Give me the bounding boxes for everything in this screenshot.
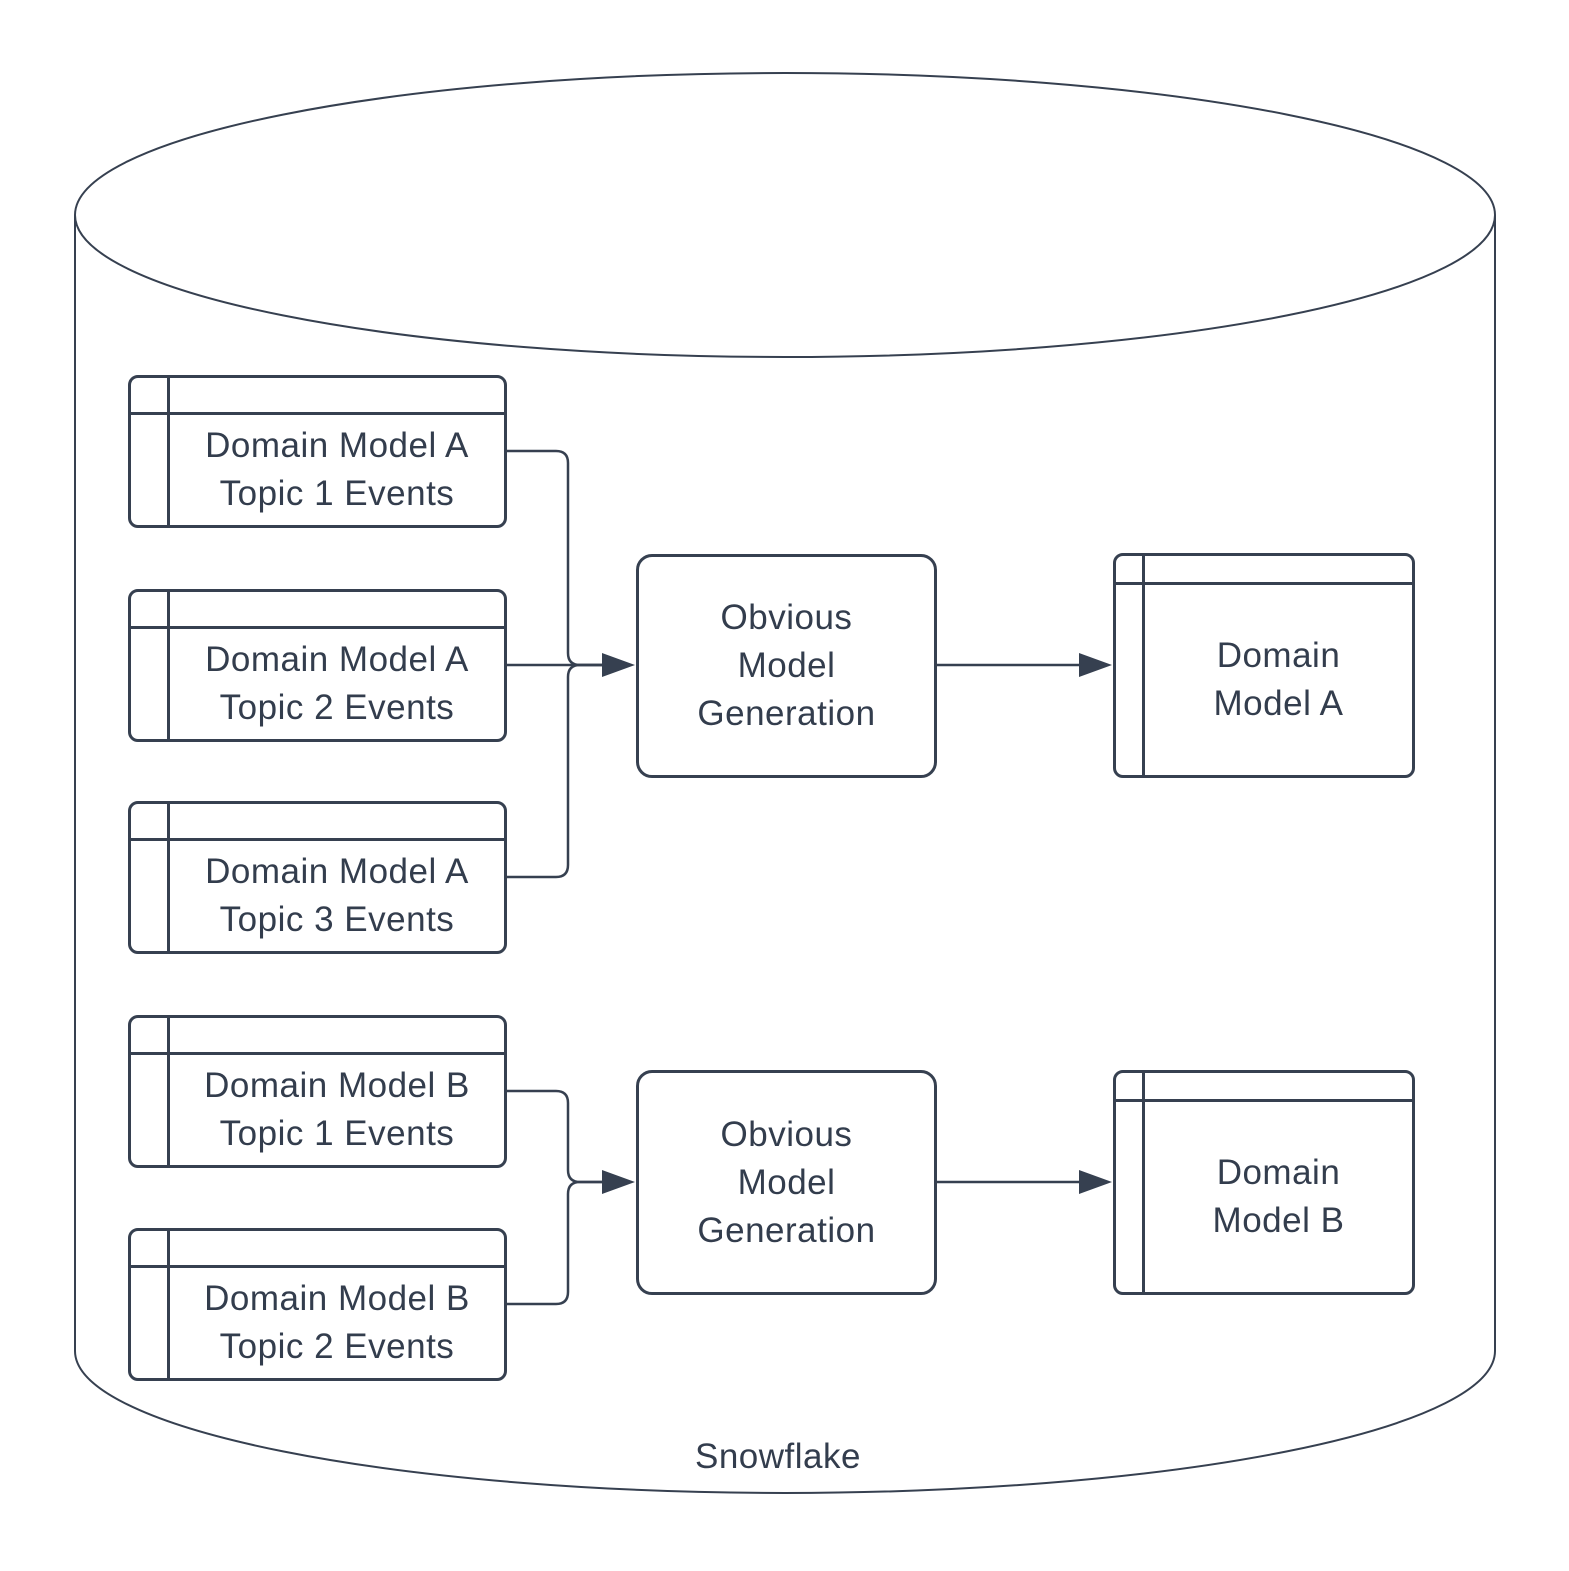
table-column-divider bbox=[167, 378, 170, 525]
connector-topic-b2-to-process-b bbox=[507, 1180, 602, 1306]
table-column-divider bbox=[1142, 556, 1145, 775]
node-label: Obvious Model Generation bbox=[697, 598, 876, 733]
arrowhead-into-output-b-icon bbox=[1079, 1170, 1112, 1194]
table-header-divider bbox=[131, 626, 504, 629]
arrowhead-into-process-a-icon bbox=[602, 653, 635, 677]
table-column-divider bbox=[167, 804, 170, 951]
table-column-divider bbox=[167, 592, 170, 739]
node-label: Domain Model A Topic 1 Events bbox=[205, 426, 469, 513]
connector-topic-a3-to-process-a bbox=[507, 663, 602, 879]
node-label: Domain Model B bbox=[1212, 1153, 1345, 1240]
node-topic-b2: Domain Model B Topic 2 Events bbox=[128, 1228, 507, 1381]
connector-topic-a1-to-process-a bbox=[507, 449, 602, 667]
node-topic-a1: Domain Model A Topic 1 Events bbox=[128, 375, 507, 528]
cylinder-body bbox=[74, 215, 1496, 1494]
table-column-divider bbox=[167, 1231, 170, 1378]
table-header-divider bbox=[131, 1265, 504, 1268]
table-header-divider bbox=[131, 838, 504, 841]
node-label: Domain Model A Topic 2 Events bbox=[205, 640, 469, 727]
cylinder-caption: Snowflake bbox=[695, 1437, 861, 1476]
table-header-divider bbox=[1116, 1099, 1412, 1102]
node-output-b: Domain Model B bbox=[1113, 1070, 1415, 1295]
node-process-a: Obvious Model Generation bbox=[636, 554, 937, 778]
node-label: Obvious Model Generation bbox=[697, 1114, 876, 1250]
table-header-divider bbox=[131, 412, 504, 415]
table-header-divider bbox=[131, 1052, 504, 1055]
arrowhead-into-process-b-icon bbox=[602, 1170, 635, 1194]
node-label: Domain Model A bbox=[1213, 636, 1344, 723]
node-label: Domain Model B Topic 1 Events bbox=[204, 1066, 470, 1153]
table-column-divider bbox=[1142, 1073, 1145, 1292]
node-topic-b1: Domain Model B Topic 1 Events bbox=[128, 1015, 507, 1168]
database-cylinder-icon bbox=[74, 72, 1496, 1494]
table-column-divider bbox=[167, 1018, 170, 1165]
node-label: Domain Model B Topic 2 Events bbox=[204, 1279, 470, 1366]
table-header-divider bbox=[1116, 582, 1412, 585]
node-process-b: Obvious Model Generation bbox=[636, 1070, 937, 1295]
node-topic-a2: Domain Model A Topic 2 Events bbox=[128, 589, 507, 742]
cylinder-top-ellipse bbox=[74, 72, 1496, 358]
arrowhead-into-output-a-icon bbox=[1079, 653, 1112, 677]
node-topic-a3: Domain Model A Topic 3 Events bbox=[128, 801, 507, 954]
node-label: Domain Model A Topic 3 Events bbox=[205, 852, 469, 939]
connector-topic-b1-to-process-b bbox=[507, 1089, 602, 1184]
node-output-a: Domain Model A bbox=[1113, 553, 1415, 778]
